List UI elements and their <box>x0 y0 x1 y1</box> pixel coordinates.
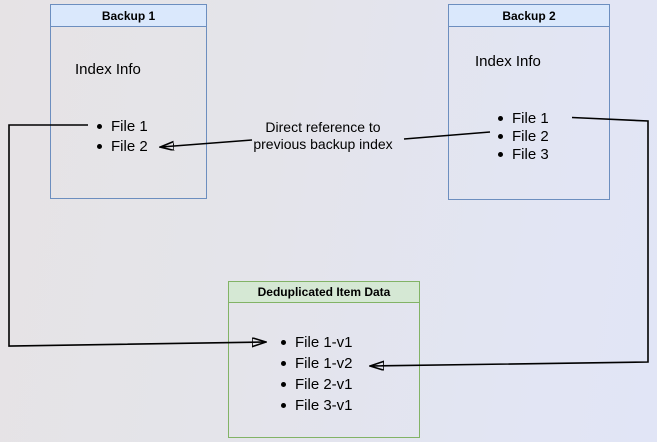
list-item: File 3-v1 <box>281 395 353 416</box>
file-item-label: File 1 <box>111 117 148 135</box>
node-backup-1-file-list: File 1 File 2 <box>97 116 148 156</box>
bullet-icon <box>498 151 503 157</box>
list-item: File 2 <box>97 136 148 156</box>
list-item: File 3 <box>498 145 549 163</box>
bullet-icon <box>498 133 503 139</box>
list-item: File 1 <box>97 116 148 136</box>
dedup-item-label: File 3-v1 <box>295 397 353 414</box>
node-backup-1: Backup 1 Index Info File 1 File 2 <box>50 4 207 199</box>
bullet-icon <box>281 361 286 366</box>
node-backup-1-index-info-label: Index Info <box>75 61 141 78</box>
edge-annotation-line2: previous backup index <box>253 135 393 152</box>
node-deduplicated-item-data: Deduplicated Item Data File 1-v1 File 1-… <box>228 281 420 438</box>
node-dedup-item-list: File 1-v1 File 1-v2 File 2-v1 File 3-v1 <box>281 332 353 416</box>
edge-annotation-line1: Direct reference to <box>265 119 381 135</box>
file-item-label: File 3 <box>512 145 549 163</box>
bullet-icon <box>97 143 102 149</box>
dedup-item-label: File 1-v2 <box>295 355 353 372</box>
edge-annotation: Direct reference to previous backup inde… <box>240 119 406 152</box>
node-backup-2-index-info-label: Index Info <box>475 53 541 70</box>
bullet-icon <box>281 403 286 408</box>
bullet-icon <box>97 123 102 129</box>
dedup-item-label: File 1-v1 <box>295 334 353 351</box>
node-backup-1-title: Backup 1 <box>101 8 156 23</box>
bullet-icon <box>281 382 286 387</box>
node-backup-2-file-list: File 1 File 2 File 3 <box>498 109 549 163</box>
dedup-item-label: File 2-v1 <box>295 376 353 393</box>
node-backup-1-header: Backup 1 <box>51 5 206 27</box>
list-item: File 2 <box>498 127 549 145</box>
list-item: File 1-v1 <box>281 332 353 353</box>
list-item: File 2-v1 <box>281 374 353 395</box>
file-item-label: File 2 <box>512 127 549 145</box>
node-dedup-header: Deduplicated Item Data <box>229 282 419 303</box>
file-item-label: File 2 <box>111 137 148 155</box>
file-item-label: File 1 <box>512 109 549 127</box>
node-dedup-title: Deduplicated Item Data <box>257 285 391 299</box>
list-item: File 1 <box>498 109 549 127</box>
node-backup-2-title: Backup 2 <box>502 8 556 23</box>
bullet-icon <box>498 115 503 121</box>
bullet-icon <box>281 340 286 345</box>
node-backup-2-header: Backup 2 <box>449 5 609 27</box>
node-backup-2: Backup 2 Index Info File 1 File 2 File 3 <box>448 4 610 200</box>
list-item: File 1-v2 <box>281 353 353 374</box>
